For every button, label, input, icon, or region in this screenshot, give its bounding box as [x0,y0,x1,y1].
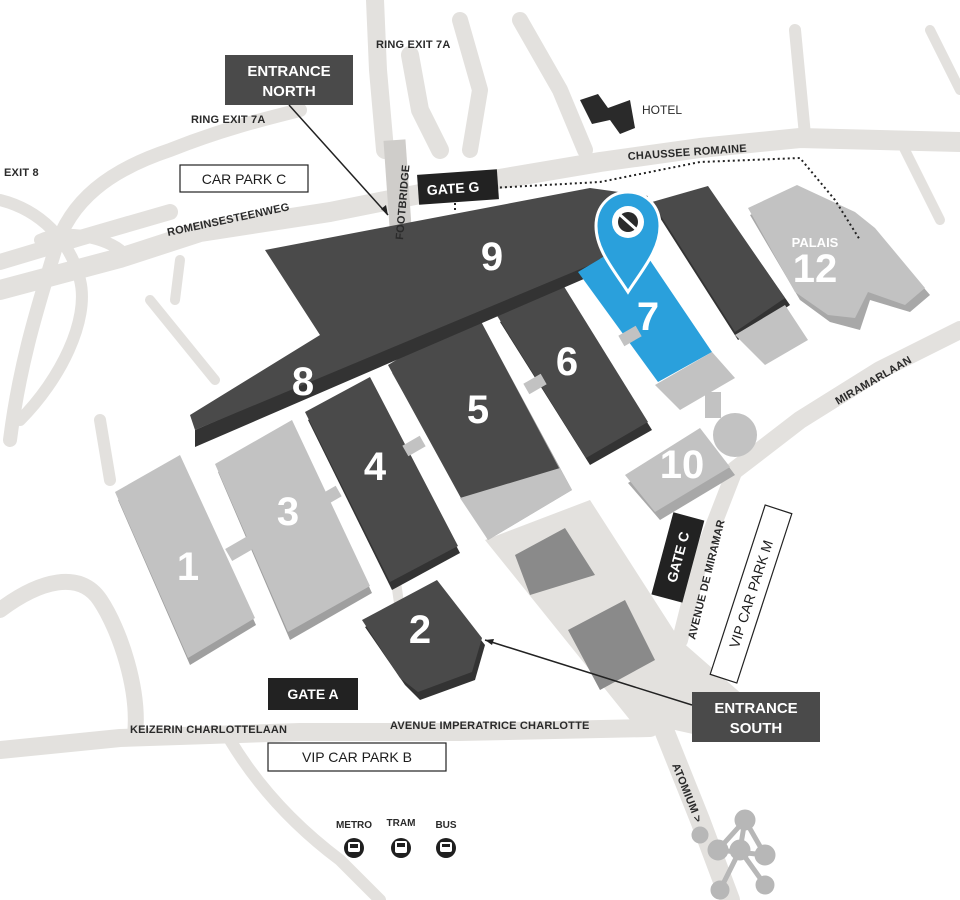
hall-number: 6 [556,340,578,384]
hall-number: 5 [467,388,489,432]
hotel-label: HOTEL [642,103,682,117]
svg-text:GATE A: GATE A [287,686,338,702]
tram-icon [391,838,411,858]
svg-text:RING EXIT 7A: RING EXIT 7A [191,114,266,126]
plaza-block [568,600,655,690]
svg-text:NORTH: NORTH [262,83,315,100]
hotel-icon [580,94,635,134]
hall-number: 4 [364,445,387,489]
hall-7[interactable] [578,238,712,382]
svg-text:AVENUE IMPERATRICE CHARLOTTE: AVENUE IMPERATRICE CHARLOTTE [390,720,590,732]
metro-label: METRO [336,820,372,831]
transport-legend: METRO TRAM BUS [336,818,457,858]
bus-icon [436,838,456,858]
atomium-icon [691,809,776,900]
svg-text:KEIZERIN CHARLOTTELAAN: KEIZERIN CHARLOTTELAAN [130,724,287,736]
hall-number: 9 [481,235,503,279]
hall-number: 10 [660,443,705,487]
hall-8-9[interactable] [190,188,648,447]
hall-2[interactable] [362,580,485,700]
bus-label: BUS [435,820,456,831]
hall-number: 1 [177,545,199,589]
svg-text:GATE G: GATE G [426,179,480,199]
hall-number: 12 [793,247,838,291]
hall-10[interactable] [625,413,757,520]
metro-icon [344,838,364,858]
hall-number: 7 [637,295,659,339]
hall-3[interactable] [215,420,372,640]
svg-text:RING EXIT 7A: RING EXIT 7A [376,39,451,51]
exhibition-halls [115,185,930,700]
hall-5[interactable] [388,312,572,540]
entrance-south: ENTRANCE SOUTH [484,639,820,742]
plaza-block [515,528,595,595]
hall-6[interactable] [496,280,652,465]
gate-c: GATE C [651,512,705,603]
gate-g: GATE G [417,169,499,205]
hall-12-palais[interactable] [748,185,930,330]
location-pin-icon [594,190,662,295]
hall-number: 3 [277,490,299,534]
svg-text:ENTRANCE: ENTRANCE [247,63,330,80]
hall-1[interactable] [115,455,256,665]
entrance-north: ENTRANCE NORTH [225,55,389,216]
gate-a: GATE A [268,678,358,710]
hall-annex [652,186,790,340]
hall-number: 8 [292,360,314,404]
hall-numbers: 1 2 3 4 5 6 7 8 9 10 12 PALAIS [177,235,839,652]
tram-label: TRAM [387,818,416,829]
svg-text:EXIT 8: EXIT 8 [4,167,39,179]
vip-car-park-b: VIP CAR PARK B [267,742,447,772]
svg-text:SOUTH: SOUTH [730,720,783,737]
hall-number: 2 [409,608,431,652]
car-park-c: CAR PARK C [179,164,309,193]
palais-label: PALAIS [792,235,839,250]
svg-text:VIP CAR PARK B: VIP CAR PARK B [302,749,412,765]
hall-4[interactable] [305,377,460,590]
svg-text:ENTRANCE: ENTRANCE [714,700,797,717]
svg-text:CAR PARK C: CAR PARK C [202,171,287,187]
